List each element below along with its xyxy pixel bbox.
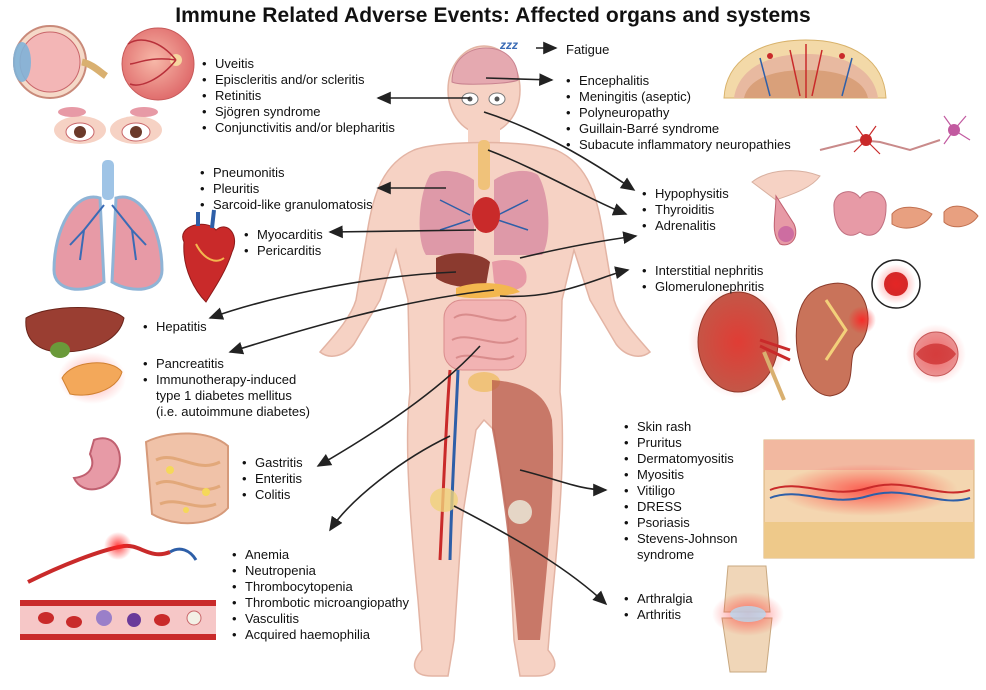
- blood-item: Vasculitis: [232, 611, 409, 627]
- pituitary-icon: [751, 170, 821, 246]
- endocrine-conditions-list: HypophysitisThyroiditisAdrenalitis: [642, 186, 729, 234]
- joint-conditions-list: ArthralgiaArthritis: [624, 591, 693, 623]
- arrow-heart: [328, 225, 477, 239]
- sleep-zzz-icon: zzz: [500, 38, 518, 52]
- thyroid-icon: [833, 191, 887, 236]
- blood-item: Anemia: [232, 547, 409, 563]
- blood-vessel-icon: [20, 532, 216, 640]
- blood-item: Acquired haemophilia: [232, 627, 409, 643]
- arrow-joint: [453, 505, 608, 606]
- lung-item: Pleuritis: [200, 181, 373, 197]
- eye-item: Sjögren syndrome: [202, 104, 395, 120]
- endocrine-item: Adrenalitis: [642, 218, 729, 234]
- eye-item: Retinitis: [202, 88, 395, 104]
- liver-conditions-list: Hepatitis: [143, 319, 207, 335]
- glomerulus-icon: [871, 259, 921, 309]
- endocrine-item: Hypophysitis: [642, 186, 729, 202]
- lung-conditions-list: PneumonitisPleuritisSarcoid-like granulo…: [200, 165, 373, 213]
- skin-item: DRESS: [624, 499, 737, 515]
- arrow-liver: [208, 271, 457, 320]
- arrow-adrenalitis: [519, 231, 638, 259]
- arrow-thyroiditis: [487, 149, 628, 216]
- kidney-conditions-list: Interstitial nephritisGlomerulonephritis: [642, 263, 764, 295]
- intestines-icon: [144, 432, 229, 525]
- joint-item: Arthralgia: [624, 591, 693, 607]
- eye-item: Conjunctivitis and/or blepharitis: [202, 120, 395, 136]
- pancreas-item: type 1 diabetes mellitus: [156, 388, 292, 403]
- eye-conditions-list: UveitisEpiscleritis and/or scleritisReti…: [202, 56, 395, 136]
- knee-joint-icon: [712, 565, 784, 673]
- heart-item: Myocarditis: [244, 227, 323, 243]
- retina-icon: [121, 27, 195, 101]
- endocrine-item: Thyroiditis: [642, 202, 729, 218]
- arrow-gi: [316, 345, 481, 467]
- skin-item: syndrome: [637, 547, 695, 562]
- blood-item: Thrombotic microangiopathy: [232, 595, 409, 611]
- pancreas-item: (i.e. autoimmune diabetes): [156, 404, 310, 419]
- kidney-item: Glomerulonephritis: [642, 279, 764, 295]
- skin-item: Myositis: [624, 467, 737, 483]
- arrow-blood: [329, 435, 451, 532]
- lung-item: Pneumonitis: [200, 165, 373, 181]
- eye-item: Episcleritis and/or scleritis: [202, 72, 395, 88]
- heart-conditions-list: MyocarditisPericarditis: [244, 227, 323, 259]
- nephron-icon: [906, 324, 966, 384]
- connector-arrows: [208, 41, 638, 606]
- skin-item: Vitiligo: [624, 483, 737, 499]
- eye-item: Uveitis: [202, 56, 395, 72]
- kidney-item: Interstitial nephritis: [642, 263, 764, 279]
- kidney-icon: [795, 282, 876, 397]
- arrow-hypophysitis: [483, 111, 636, 191]
- heart-icon: [182, 209, 236, 303]
- skin-item: Psoriasis: [624, 515, 737, 531]
- blood-conditions-list: AnemiaNeutropeniaThrombocytopeniaThrombo…: [232, 547, 409, 643]
- skin-item: Skin rash: [624, 419, 737, 435]
- gi-conditions-list: GastritisEnteritisColitis: [242, 455, 303, 503]
- kidney-cross-section-icon: [688, 286, 791, 401]
- neuro-conditions-list: EncephalitisMeningitis (aseptic)Polyneur…: [566, 73, 791, 153]
- neuro-item: Guillain-Barré syndrome: [566, 121, 791, 137]
- pancreas-item: Immunotherapy-induced: [143, 372, 310, 388]
- page-title: Immune Related Adverse Events: Affected …: [175, 4, 811, 27]
- neuro-item: Encephalitis: [566, 73, 791, 89]
- blood-item: Thrombocytopenia: [232, 579, 409, 595]
- skin-item: Stevens-Johnson: [624, 531, 737, 547]
- fatigue-label: Fatigue: [566, 42, 610, 57]
- pancreas-icon: [58, 352, 126, 404]
- inflamed-eyes-icon: [54, 107, 162, 144]
- stomach-icon: [72, 437, 121, 491]
- joint-item: Arthritis: [624, 607, 693, 623]
- arrow-neuro: [485, 73, 554, 87]
- neuro-item: Subacute inflammatory neuropathies: [566, 137, 791, 153]
- arrow-skin: [519, 469, 608, 497]
- heart-item: Pericarditis: [244, 243, 323, 259]
- gi-item: Gastritis: [242, 455, 303, 471]
- neuro-item: Polyneuropathy: [566, 105, 791, 121]
- gi-item: Colitis: [242, 487, 303, 503]
- lungs-icon: [52, 160, 164, 291]
- lung-item: Sarcoid-like granulomatosis: [200, 197, 373, 213]
- neuro-item: Meningitis (aseptic): [566, 89, 791, 105]
- arrow-pancreas: [228, 289, 495, 355]
- skin-item: Dermatomyositis: [624, 451, 737, 467]
- liver-item: Hepatitis: [143, 319, 207, 335]
- adrenal-glands-icon: [891, 205, 979, 229]
- arrow-kidney: [499, 266, 630, 298]
- neuron-icon: [819, 115, 971, 155]
- liver-icon: [25, 307, 125, 358]
- pancreas-item: Pancreatitis: [143, 356, 310, 372]
- blood-item: Neutropenia: [232, 563, 409, 579]
- gi-item: Enteritis: [242, 471, 303, 487]
- eye-anatomy-icon: [13, 25, 109, 99]
- skin-item: Pruritus: [624, 435, 737, 451]
- skin-layers-icon: [763, 439, 975, 559]
- skin-conditions-list: Skin rashPruritusDermatomyositisMyositis…: [624, 419, 737, 563]
